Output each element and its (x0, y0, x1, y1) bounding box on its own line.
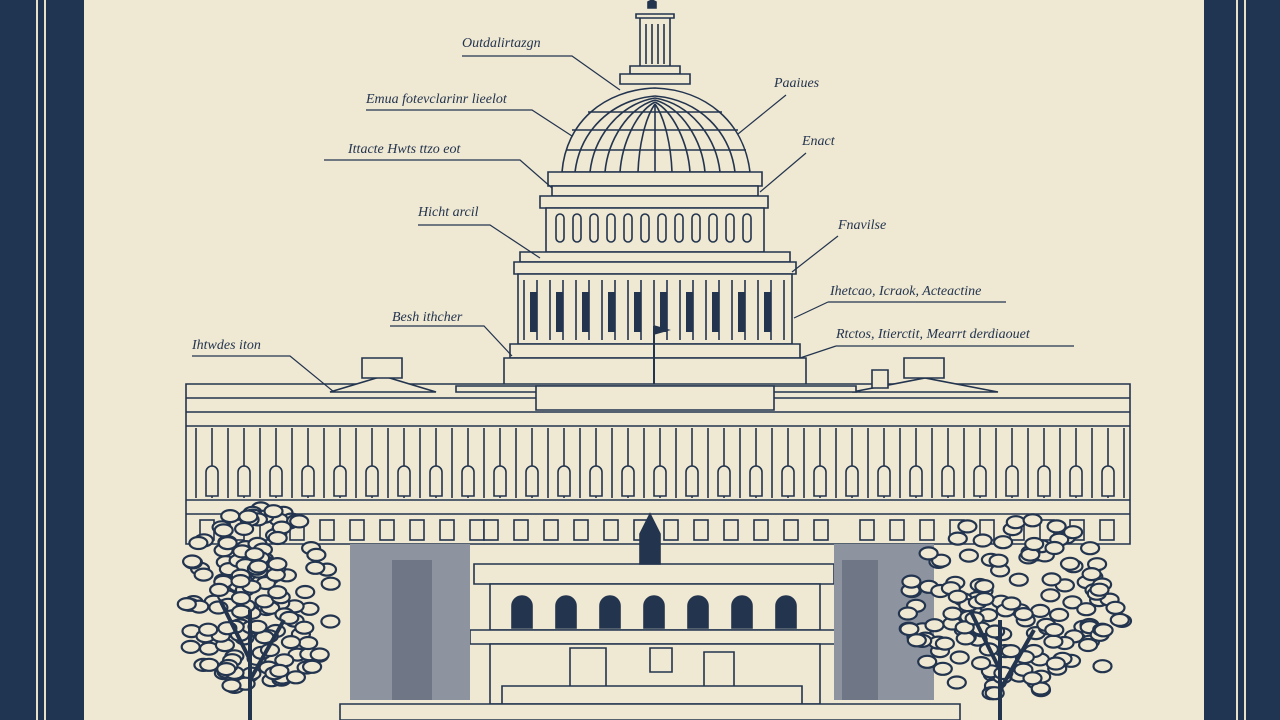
dome-cap (561, 87, 751, 173)
leader-lines (192, 55, 1074, 393)
callout-upper-drum-left: Ittacte Hwts ttzo eot (348, 142, 461, 157)
frame-line-left-outer (36, 0, 38, 720)
callout-dome-base-right: Rtctos, Itierctit, Mearrt derdiaouet (836, 327, 1030, 342)
dome-lantern (619, 0, 691, 85)
callout-colonnade-right: Fnavilse (838, 218, 887, 233)
tree-left (176, 501, 341, 720)
frame-line-right-outer (1244, 0, 1246, 720)
callout-dome-base-left: Besh ithcher (392, 310, 463, 325)
callout-dome-cap-right: Paaiues (774, 76, 820, 91)
callout-drum-windows: Hicht arcil (418, 205, 479, 220)
dome-upper-drum (513, 171, 797, 275)
callout-wing-left: Ihtwdes iton (192, 338, 261, 353)
callout-dome-cap-left: Emua fotevclarinr lieelot (366, 92, 507, 107)
main-building (185, 357, 1131, 720)
callout-upper-drum-right: Enact (802, 134, 835, 149)
frame-line-right-inner (1236, 0, 1238, 720)
frame-line-left-inner (44, 0, 46, 720)
callout-colonnade-detail: Ihetcao, Icraok, Acteactine (830, 284, 982, 299)
tree-right (897, 513, 1133, 720)
dome-colonnade (503, 273, 807, 387)
callout-dome-lantern: Outdalirtazgn (462, 36, 541, 51)
